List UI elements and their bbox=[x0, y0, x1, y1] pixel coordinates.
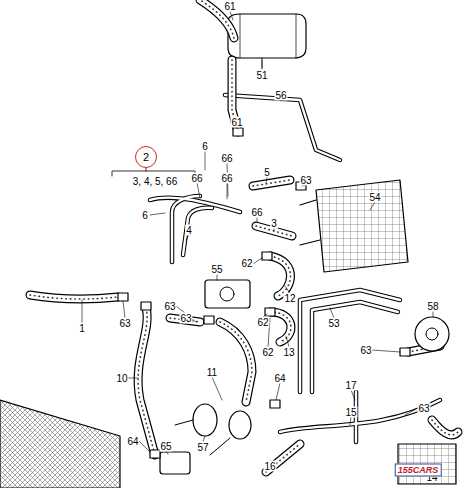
callout-number: 12 bbox=[283, 293, 296, 304]
callout-number: 6 bbox=[141, 210, 149, 221]
callout-number: 63 bbox=[163, 301, 176, 312]
callout-number: 1 bbox=[78, 323, 86, 334]
callout-number: 66 bbox=[220, 153, 233, 164]
callout-number: 63 bbox=[118, 318, 131, 329]
callout-number: 11 bbox=[206, 367, 218, 378]
assembly-callout-circle: 2 bbox=[135, 146, 157, 168]
callout-number: 61 bbox=[223, 1, 236, 12]
callout-number: 2 bbox=[143, 151, 149, 163]
callout-number: 15 bbox=[344, 407, 357, 418]
callout-number: 53 bbox=[327, 318, 340, 329]
callout-number: 66 bbox=[250, 207, 263, 218]
callout-number: 62 bbox=[240, 258, 253, 269]
callout-number: 55 bbox=[210, 264, 223, 275]
callout-number: 54 bbox=[368, 192, 381, 203]
callout-number: 16 bbox=[263, 461, 276, 472]
callout-number: 61 bbox=[230, 117, 243, 128]
callout-number: 64 bbox=[273, 373, 286, 384]
callout-number: 63 bbox=[359, 345, 372, 356]
callout-number: 63 bbox=[179, 313, 192, 324]
callout-number: 63 bbox=[417, 403, 430, 414]
callout-number: 65 bbox=[159, 441, 172, 452]
callout-number: 5 bbox=[263, 167, 271, 178]
callout-number: 56 bbox=[274, 90, 287, 101]
callout-number: 13 bbox=[282, 347, 295, 358]
callout-number: 62 bbox=[256, 317, 269, 328]
callout-number: 58 bbox=[426, 301, 439, 312]
callout-number: 51 bbox=[255, 70, 268, 81]
callout-number: 10 bbox=[115, 373, 128, 384]
callout-number: 66 bbox=[190, 173, 203, 184]
watermark-logo: 155CARS bbox=[395, 464, 442, 477]
callout-number: 66 bbox=[220, 173, 233, 184]
callout-number: 57 bbox=[196, 442, 209, 453]
callout-number: 6 bbox=[201, 141, 209, 152]
callout-number: 3, 4, 5, 66 bbox=[132, 176, 178, 187]
callout-number: 64 bbox=[126, 436, 139, 447]
callout-number: 3 bbox=[270, 218, 278, 229]
callout-number: 62 bbox=[261, 347, 274, 358]
callout-number: 63 bbox=[299, 175, 312, 186]
callout-number: 4 bbox=[185, 225, 193, 236]
callout-number: 17 bbox=[344, 380, 357, 391]
